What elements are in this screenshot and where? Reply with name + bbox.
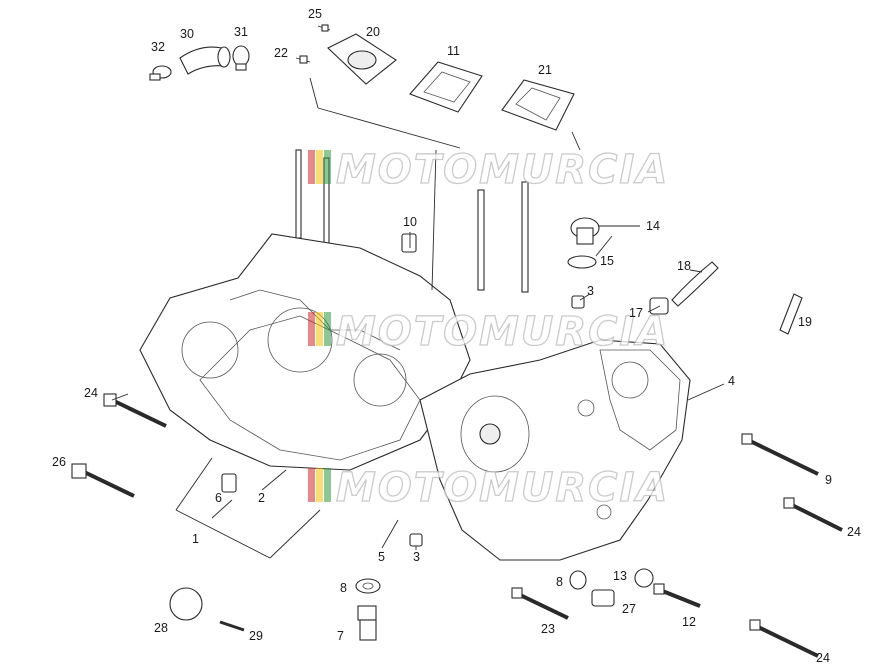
bolt-23 xyxy=(511,587,569,620)
callout-20: 20 xyxy=(366,25,380,39)
callout-18: 18 xyxy=(677,259,691,273)
dowel-3-top xyxy=(571,295,585,309)
callout-3-bottom: 3 xyxy=(413,550,420,564)
callout-28: 28 xyxy=(154,621,168,635)
bolt-12 xyxy=(653,583,701,608)
intake-sleeve-30 xyxy=(179,46,231,75)
cap-28 xyxy=(169,587,203,621)
o-ring-15 xyxy=(567,255,597,269)
callout-27: 27 xyxy=(622,602,636,616)
dowel-10 xyxy=(401,233,417,253)
callout-17: 17 xyxy=(629,306,643,320)
bolt-24-left xyxy=(103,393,167,428)
washer-8-left xyxy=(355,578,381,594)
crankcase-half-right xyxy=(419,339,691,561)
reed-valve-21 xyxy=(501,79,575,131)
callout-24-mid: 24 xyxy=(847,525,861,539)
gasket-4 xyxy=(599,349,681,451)
bolt-9 xyxy=(741,433,819,476)
callout-2: 2 xyxy=(258,491,265,505)
callout-7: 7 xyxy=(337,629,344,643)
clamp-31 xyxy=(232,45,250,71)
leader-lines xyxy=(111,149,725,559)
callout-labels: 32 30 31 25 20 22 11 21 10 14 15 18 3 17… xyxy=(52,7,861,665)
watermark-text-middle: MOTOMURCIA xyxy=(336,309,669,355)
callout-13: 13 xyxy=(613,569,627,583)
oil-filler-plug-14 xyxy=(570,217,600,245)
bolt-24-mid xyxy=(783,497,843,532)
breather-hose-18 xyxy=(671,261,719,307)
callout-4: 4 xyxy=(728,374,735,388)
screw-29 xyxy=(219,620,245,632)
crankcase-half-left xyxy=(139,233,471,471)
callout-8-right: 8 xyxy=(556,575,563,589)
callout-31: 31 xyxy=(234,25,248,39)
callout-14: 14 xyxy=(646,219,660,233)
washer-8-right xyxy=(569,570,587,590)
bolt-24-bottom xyxy=(749,619,819,658)
callout-24-bottom: 24 xyxy=(816,651,830,665)
drain-plug-7 xyxy=(357,605,377,641)
callout-22: 22 xyxy=(274,46,288,60)
callout-25: 25 xyxy=(308,7,322,21)
callout-9: 9 xyxy=(825,473,832,487)
clamp-32 xyxy=(149,65,172,81)
callout-29: 29 xyxy=(249,629,263,643)
watermark-logo-bottom: MOTOMURCIA xyxy=(308,464,669,512)
watermark-logo-top: MOTOMURCIA xyxy=(308,146,669,194)
reed-valve-cover-20 xyxy=(327,33,397,85)
washer-13 xyxy=(634,568,654,588)
level-window-19 xyxy=(779,293,803,335)
callout-12: 12 xyxy=(682,615,696,629)
watermark-logo-middle: MOTOMURCIA xyxy=(308,308,669,356)
callout-30: 30 xyxy=(180,27,194,41)
plug-27 xyxy=(591,589,615,607)
screw-25 xyxy=(317,24,331,32)
callout-23: 23 xyxy=(541,622,555,636)
watermark-text-bottom: MOTOMURCIA xyxy=(336,465,669,511)
callout-21: 21 xyxy=(538,63,552,77)
callout-11: 11 xyxy=(447,44,460,58)
dowel-3-bottom xyxy=(409,533,423,547)
callout-6: 6 xyxy=(215,491,222,505)
cylinder-studs xyxy=(295,149,529,293)
callout-15: 15 xyxy=(600,254,614,268)
callout-8-left: 8 xyxy=(340,581,347,595)
callout-24-left: 24 xyxy=(84,386,98,400)
callout-19: 19 xyxy=(798,315,812,329)
callout-10: 10 xyxy=(403,215,417,229)
callout-32: 32 xyxy=(151,40,165,54)
screw-22 xyxy=(295,55,311,64)
callout-5: 5 xyxy=(378,550,385,564)
dowel-6 xyxy=(221,473,237,493)
bolt-26 xyxy=(71,463,135,498)
callout-1: 1 xyxy=(192,532,199,546)
watermark-text-top: MOTOMURCIA xyxy=(336,147,669,193)
gasket-11 xyxy=(409,61,483,113)
callout-3-top: 3 xyxy=(587,284,594,298)
callout-26: 26 xyxy=(52,455,66,469)
